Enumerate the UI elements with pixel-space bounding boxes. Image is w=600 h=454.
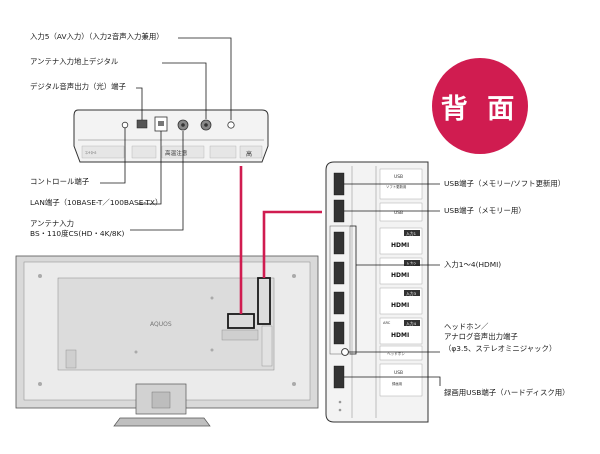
- top-panel-small-label: ｺﾝﾄﾛｰﾙ: [85, 150, 96, 155]
- label-usb-software: USB端子（メモリー/ソフト更新用）: [444, 179, 566, 188]
- lan-port-inner: [158, 121, 164, 126]
- tv-screw: [38, 382, 42, 386]
- hdmi-port-1: [333, 231, 345, 255]
- tv-screw: [210, 296, 214, 300]
- tv-stand-bracket: [151, 391, 171, 409]
- top-panel-warning-label: 高温注意: [165, 149, 188, 157]
- label-lan: LAN端子（10BASE-T／100BASE-TX）: [30, 198, 163, 207]
- usb-rec-label: USB: [394, 370, 403, 376]
- callout-antenna-bs: [130, 131, 184, 231]
- usb2-label-box: [379, 202, 423, 222]
- usb-recording-port: [333, 365, 345, 389]
- tv-side-terminal-area: [261, 325, 273, 367]
- usb-rec-sub-label: 録画用: [392, 381, 402, 386]
- hdmi1-num: 入力1: [406, 231, 417, 236]
- tv-screw: [210, 348, 214, 352]
- label-usb-recording: 録画用USB端子（ハードディスク用）: [444, 388, 570, 397]
- tv-logo: AQUOS: [150, 321, 172, 328]
- tv-screw: [134, 350, 138, 354]
- usb1-sub-label: ソフト更新用: [386, 184, 406, 189]
- hdmi3-num: 入力3: [406, 291, 417, 296]
- headphone-label-box: [379, 345, 423, 361]
- hdmi3-logo: HDMI: [391, 302, 409, 309]
- tv-vent: [221, 329, 259, 341]
- label-control: コントロール端子: [30, 177, 90, 186]
- top-panel-label-box: [209, 145, 237, 159]
- hdmi2-num: 入力2: [406, 261, 417, 266]
- headphone-jack: [341, 348, 349, 356]
- hdmi2-num-tag: [404, 260, 420, 266]
- tv-power-inlet: [65, 349, 77, 369]
- label-digital-audio-out: デジタル音声出力（光）端子: [30, 82, 126, 91]
- top-panel-label-box: [131, 145, 157, 159]
- callout-control: [100, 128, 126, 184]
- top-terminal-panel: ｺﾝﾄﾛｰﾙ 高温注意 高: [73, 109, 269, 163]
- hdmi1-logo: HDMI: [391, 242, 409, 249]
- antenna-bs-pin: [181, 123, 185, 127]
- label-headphone-line1: ヘッドホン／: [444, 322, 489, 331]
- side-panel-screw: [338, 408, 342, 412]
- hdmi-port-2: [333, 261, 345, 285]
- label-antenna-bs-line1: アンテナ入力: [30, 219, 75, 228]
- label-hdmi-inputs: 入力1～4(HDMI): [444, 260, 502, 269]
- tv-rear: AQUOS: [15, 255, 319, 427]
- hdmi4-num-tag: [404, 320, 420, 326]
- label-antenna-terrestrial: アンテナ入力地上デジタル: [30, 57, 119, 66]
- label-input5: 入力5（AV入力）（入力2音声入力兼用）: [30, 32, 164, 41]
- usb-rec-label-box: [379, 363, 423, 397]
- callout-digital-audio: [136, 87, 143, 120]
- hdmi4-num: 入力4: [406, 321, 417, 326]
- callout-hdmi-bracket: [350, 225, 357, 355]
- digital-audio-out-port: [136, 119, 148, 129]
- hdmi-port-3: [333, 291, 345, 315]
- hdmi-port-4: [333, 321, 345, 345]
- tv-back-cover: [57, 277, 275, 371]
- arc-label: ARC: [383, 321, 391, 325]
- hdmi3-num-tag: [404, 290, 420, 296]
- callout-input5: [178, 37, 232, 120]
- tv-screw: [38, 274, 42, 278]
- tv-stand-base: [113, 417, 211, 427]
- label-headphone-line2: アナログ音声出力端子: [444, 332, 518, 341]
- side-terminal-panel: USB ソフト更新用 USB 入力1 入力2 入力3 入力4 HDMI HDMI…: [325, 161, 429, 423]
- control-port: [121, 121, 129, 129]
- accent-connector-lines: [239, 166, 322, 314]
- tv-screw: [292, 382, 296, 386]
- callout-lan: [138, 131, 162, 205]
- top-panel-label-box: [81, 145, 125, 159]
- hdmi4-logo: HDMI: [391, 332, 409, 339]
- callout-usb-recording: [344, 376, 441, 386]
- headphone-label: ヘッドホン: [387, 351, 405, 356]
- usb-memory-port: [333, 199, 345, 223]
- tv-screw: [292, 274, 296, 278]
- hdmi-group-frame: [329, 225, 351, 355]
- usb-software-port: [333, 172, 345, 196]
- usb2-label: USB: [394, 210, 403, 216]
- top-panel-high-label: 高: [246, 150, 252, 158]
- label-headphone-line3: （φ3.5、ステレオミニジャック）: [444, 344, 557, 353]
- callout-lines: [100, 37, 441, 386]
- label-usb-memory: USB端子（メモリー用）: [444, 206, 526, 215]
- rear-badge: 背 面: [432, 58, 528, 154]
- callout-antenna-terrestrial: [162, 62, 207, 119]
- hdmi2-logo: HDMI: [391, 272, 409, 279]
- top-panel-label-box: [239, 145, 263, 159]
- usb1-label: USB: [394, 174, 403, 180]
- hdmi1-num-tag: [404, 230, 420, 236]
- side-panel-screw: [338, 400, 342, 404]
- label-antenna-bs-line2: BS・110度CS(HD・4K/8K): [30, 229, 125, 238]
- input5-port: [227, 121, 235, 129]
- antenna-terrestrial-pin: [204, 123, 208, 127]
- side-panel-pointer-line: [262, 210, 322, 278]
